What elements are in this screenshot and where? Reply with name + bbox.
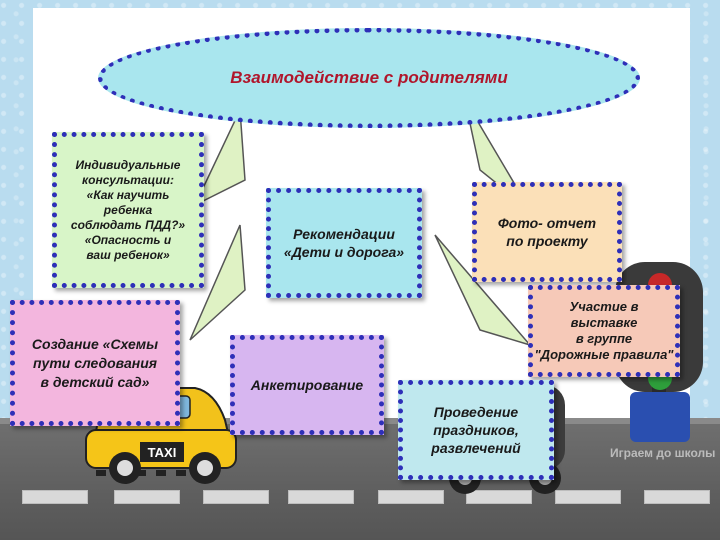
box-route-scheme-text: Создание «Схемы пути следования в детски…: [31, 335, 159, 390]
box-recommendations: Рекомендации «Дети и дорога»: [266, 188, 422, 298]
box-route-scheme: Создание «Схемы пути следования в детски…: [10, 300, 180, 426]
road-dash: [378, 490, 444, 504]
pointer-scheme: [189, 224, 246, 341]
box-survey: Анкетирование: [230, 335, 384, 435]
road-dash: [22, 490, 88, 504]
road-dash: [644, 490, 710, 504]
box-individual-consultations: Индивидуальные консультации: «Как научит…: [52, 132, 204, 288]
box-exhibition-text: Участие в выставке в группе "Дорожные пр…: [534, 299, 674, 362]
road-dash: [288, 490, 354, 504]
taxi-label: TAXI: [148, 445, 177, 460]
title-ellipse: Взаимодействие с родителями: [98, 28, 640, 128]
road-dash: [466, 490, 532, 504]
box-recommendations-text: Рекомендации «Дети и дорога»: [283, 226, 405, 260]
box-holidays-text: Проведение праздников, развлечений: [431, 404, 521, 456]
watermark: Играем до школы: [610, 446, 716, 460]
box-survey-text: Анкетирование: [250, 377, 364, 393]
box-individual-consultations-text: Индивидуальные консультации: «Как научит…: [70, 157, 186, 262]
diagram-title: Взаимодействие с родителями: [230, 68, 508, 87]
road-dash: [203, 490, 269, 504]
road-dash: [114, 490, 180, 504]
box-exhibition: Участие в выставке в группе "Дорожные пр…: [528, 285, 680, 377]
pointer-consult: [193, 107, 246, 207]
box-photo-report-text: Фото- отчет по проекту: [497, 215, 597, 249]
road-dash: [555, 490, 621, 504]
callout-pointers: [189, 99, 533, 347]
box-photo-report: Фото- отчет по проекту: [472, 182, 622, 282]
box-holidays: Проведение праздников, развлечений: [398, 380, 554, 480]
pointer-exhibit: [434, 234, 533, 347]
